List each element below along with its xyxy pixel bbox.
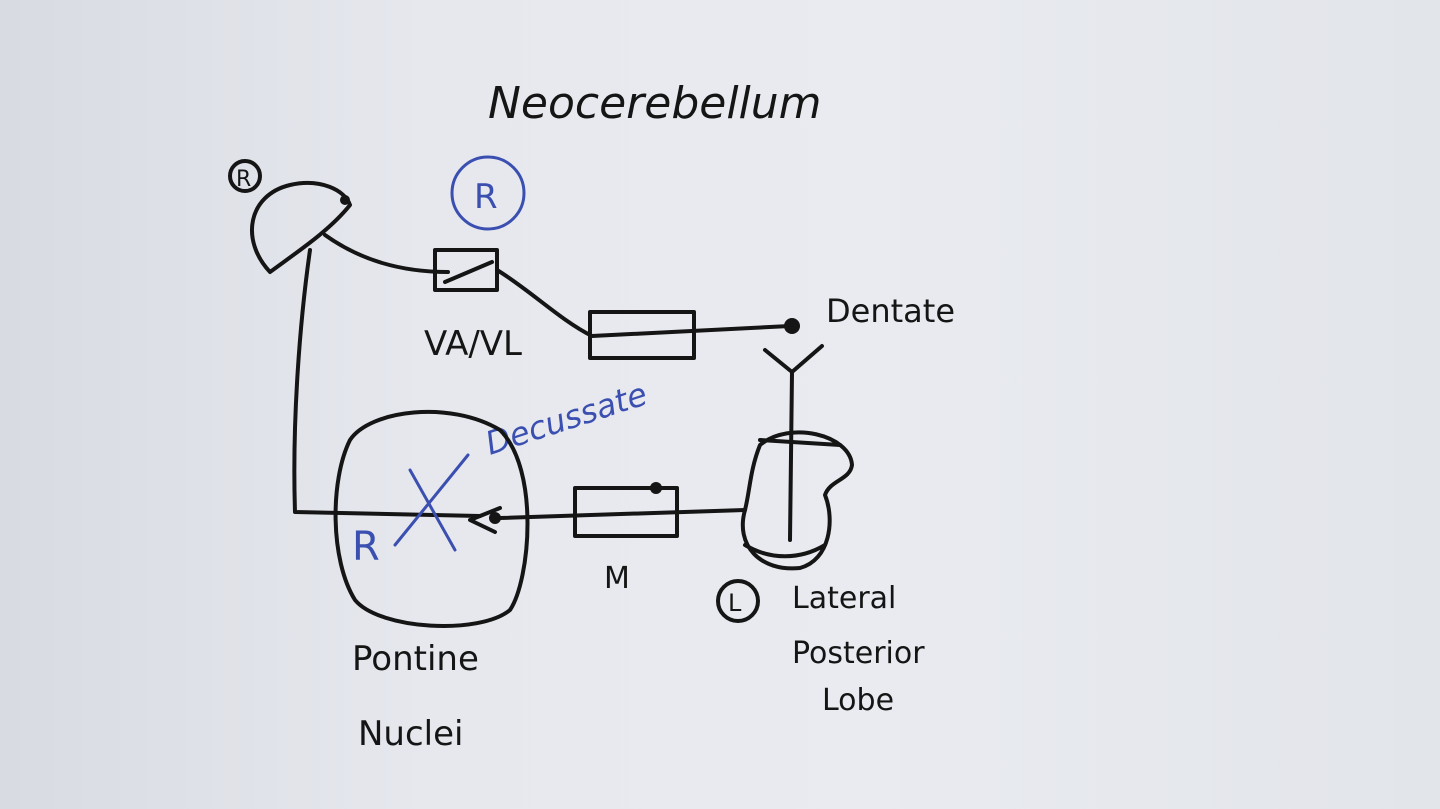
corticopontine-tract	[292, 248, 482, 518]
cortex-label-line1: Lateral	[792, 581, 896, 616]
cortex-label-line2: Posterior	[792, 636, 925, 671]
vavl-label: VA/VL	[424, 324, 522, 364]
cortex-marker-circle	[716, 579, 760, 623]
pontine-label-line2: Nuclei	[358, 714, 464, 754]
thalamus-marker-circle	[228, 159, 262, 193]
pontocerebellar-tract	[498, 508, 747, 520]
decussate-label: Decussate	[481, 375, 652, 463]
vavl-marker: R	[474, 177, 498, 217]
dentate-label: Dentate	[826, 292, 955, 330]
pontine-marker: R	[352, 524, 380, 570]
decussation-x	[393, 453, 470, 552]
superior-peduncle-box	[588, 310, 696, 360]
cerebral-cortex-shape	[250, 180, 352, 274]
diagram-title: Neocerebellum	[488, 78, 822, 129]
vavl-marker-circle	[450, 155, 526, 231]
dentate-output-line	[763, 344, 824, 542]
dentatothalamic-tract	[495, 268, 792, 338]
middle-peduncle-box	[573, 486, 679, 538]
pontine-nuclei-shape	[333, 409, 530, 629]
cortex-marker: L	[728, 589, 742, 617]
lateral-posterior-lobe-shape	[740, 430, 854, 571]
pontine-label-line1: Pontine	[352, 639, 479, 679]
dentate-nucleus-dot	[784, 318, 800, 334]
cortex-label-line3: Lobe	[822, 683, 894, 718]
thalamus-marker: R	[236, 167, 251, 192]
middle-peduncle-label: M	[604, 561, 630, 596]
